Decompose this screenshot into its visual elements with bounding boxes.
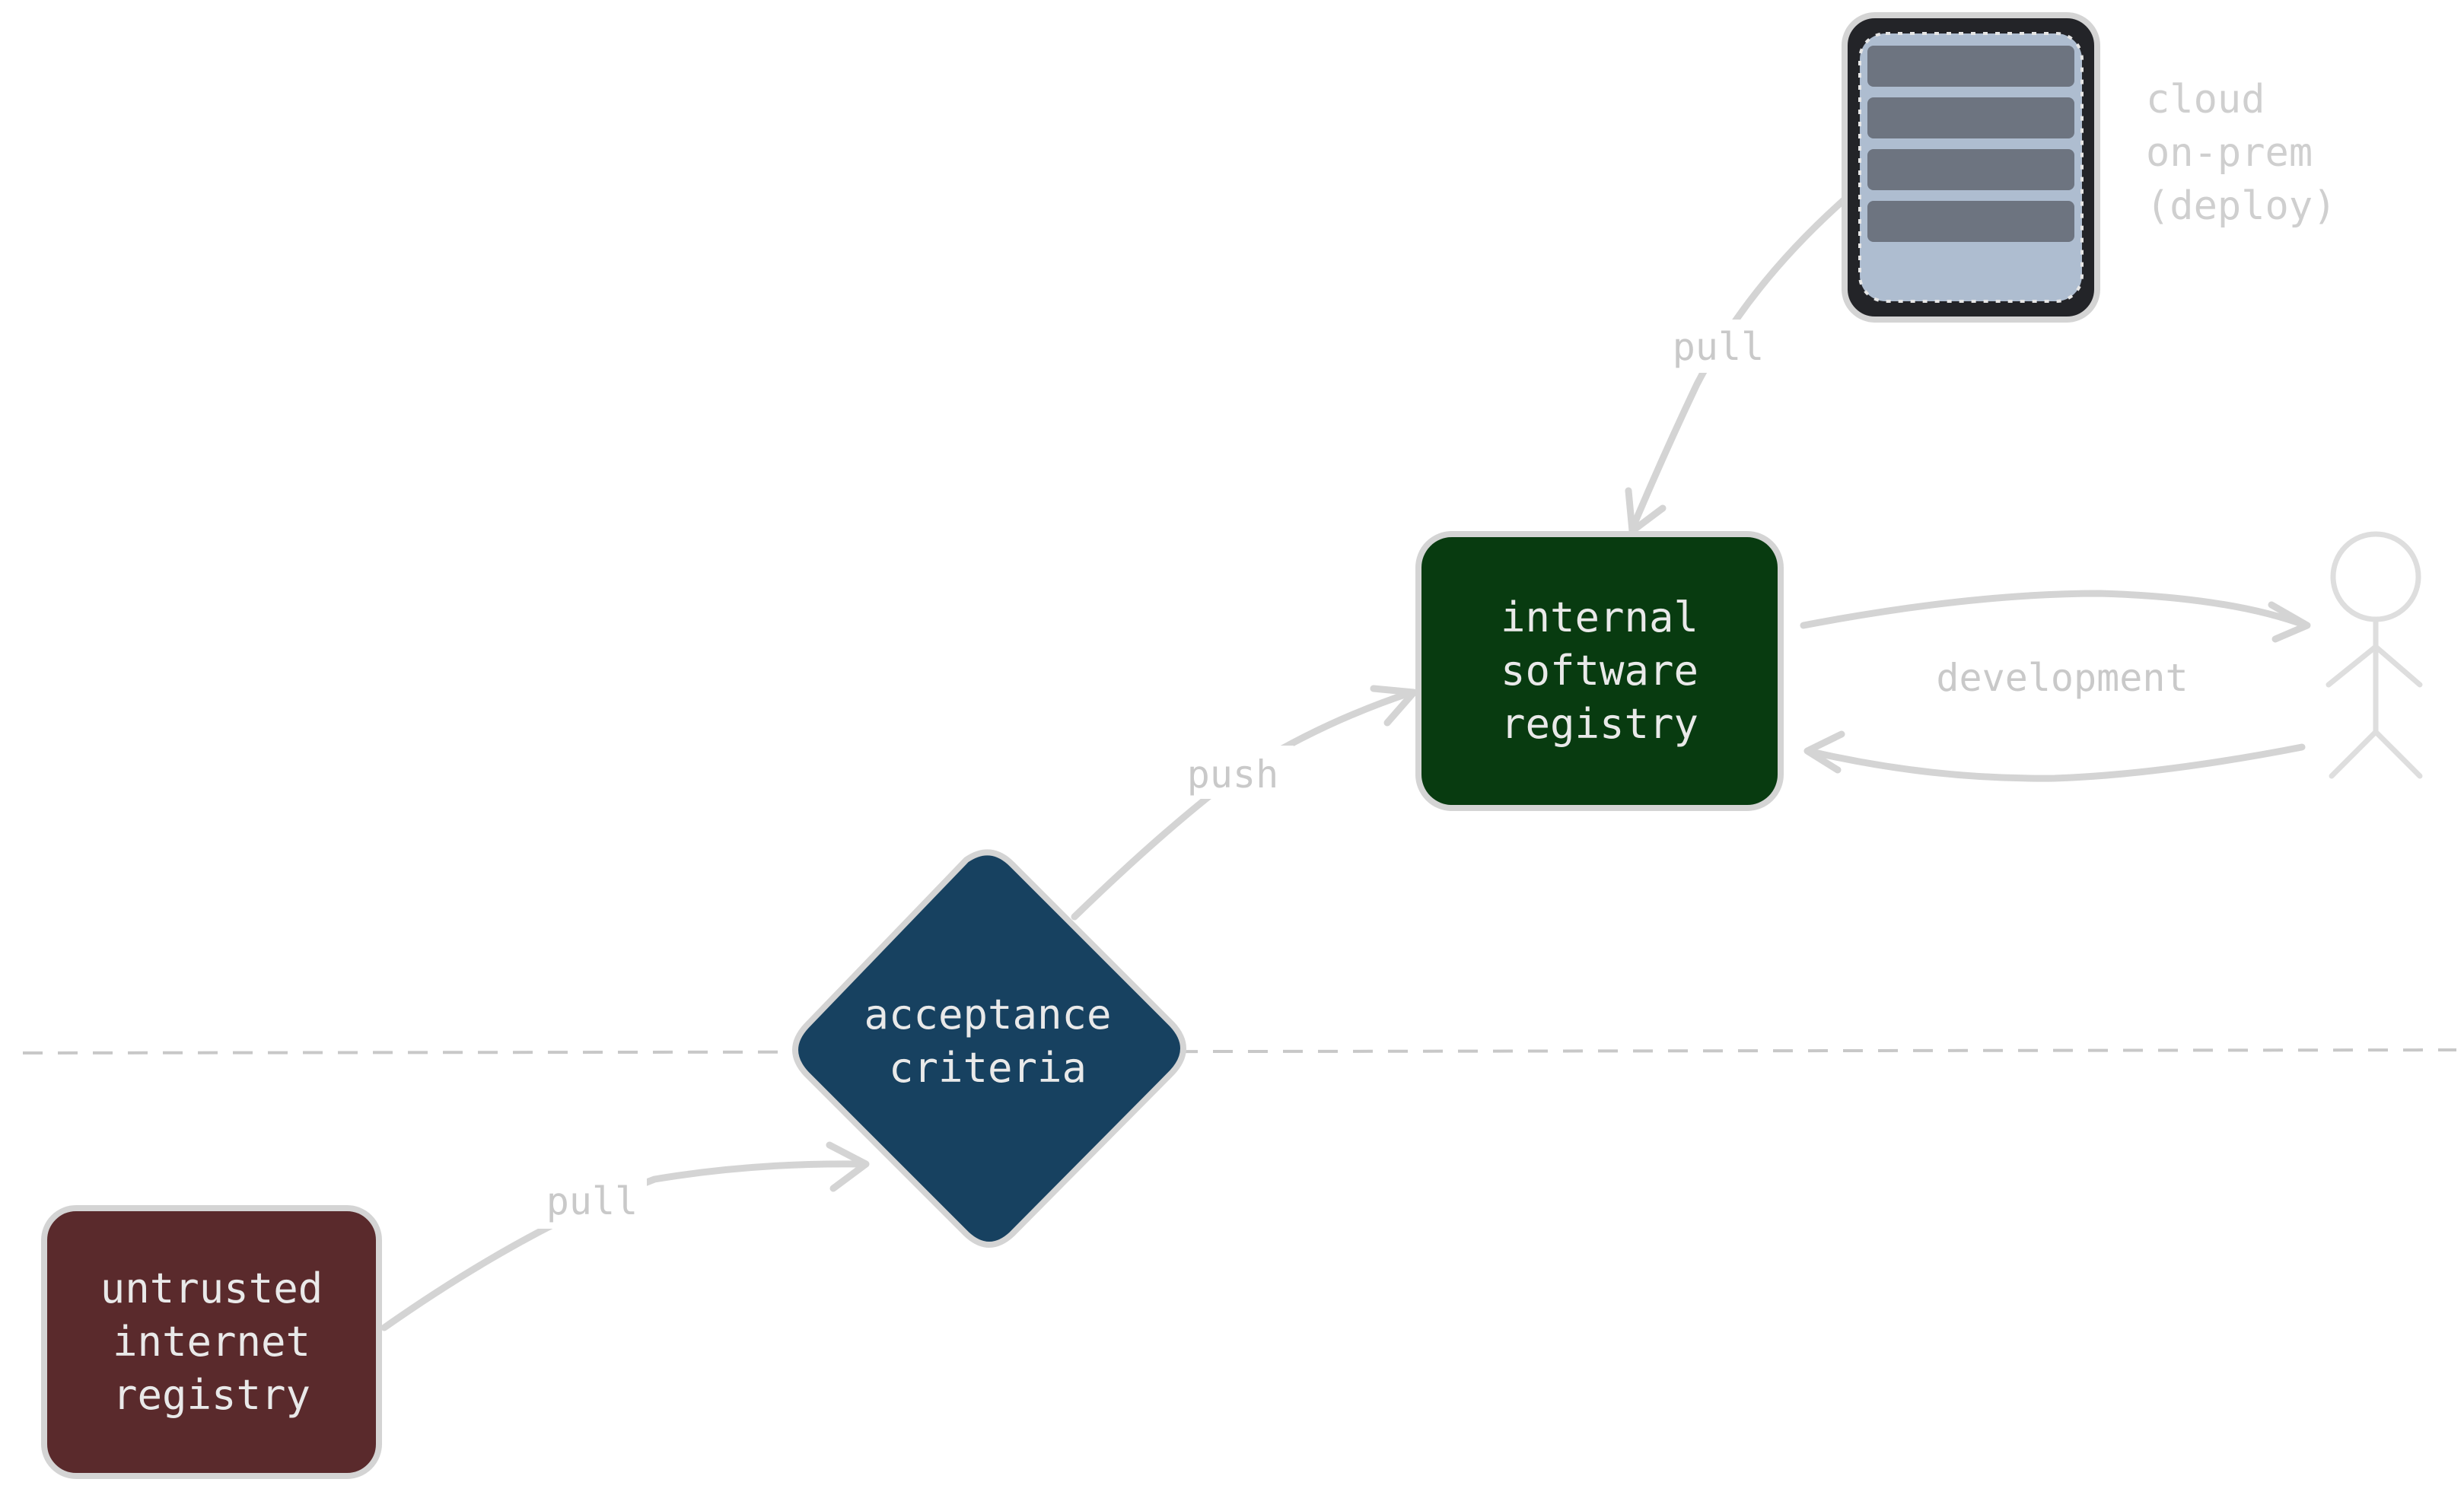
server-label-line-3: (deploy) bbox=[2146, 183, 2336, 229]
node-untrusted-line-2: internet bbox=[113, 1318, 310, 1366]
edge-label-development: development bbox=[1936, 656, 2188, 700]
node-untrusted-line-3: registry bbox=[113, 1371, 310, 1419]
edge-pull-server: pull bbox=[1625, 190, 1854, 535]
node-acceptance-line-1: acceptance bbox=[864, 991, 1111, 1039]
edge-push: push bbox=[1071, 685, 1418, 921]
node-internal-box bbox=[1415, 531, 1784, 811]
edge-label-push: push bbox=[1187, 752, 1278, 797]
node-internal-line-1: internal bbox=[1501, 593, 1698, 641]
edge-label-pull-untrusted: pull bbox=[546, 1179, 638, 1223]
node-acceptance-line-2: criteria bbox=[889, 1044, 1087, 1092]
edge-label-pull-server: pull bbox=[1673, 325, 1764, 369]
server-label-line-1: cloud bbox=[2146, 77, 2265, 122]
node-acceptance-criteria[interactable]: acceptance criteria bbox=[792, 849, 1186, 1248]
person-icon[interactable] bbox=[2326, 531, 2423, 779]
node-acceptance-diamond bbox=[792, 849, 1186, 1248]
node-internal-registry[interactable]: internal software registry bbox=[1415, 531, 1784, 811]
node-untrusted-line-1: untrusted bbox=[100, 1264, 323, 1312]
edge-development: development bbox=[1800, 590, 2311, 782]
node-internal-line-2: software bbox=[1501, 647, 1698, 695]
edge-pull-untrusted: pull bbox=[380, 1141, 870, 1331]
server-icon[interactable] bbox=[1842, 12, 2100, 323]
node-internal-line-3: registry bbox=[1501, 700, 1698, 748]
server-label-line-2: on-prem bbox=[2146, 130, 2313, 176]
node-untrusted-registry[interactable]: untrusted internet registry bbox=[41, 1205, 382, 1479]
trust-boundary-line bbox=[22, 1048, 2457, 1054]
node-untrusted-box bbox=[41, 1205, 382, 1479]
